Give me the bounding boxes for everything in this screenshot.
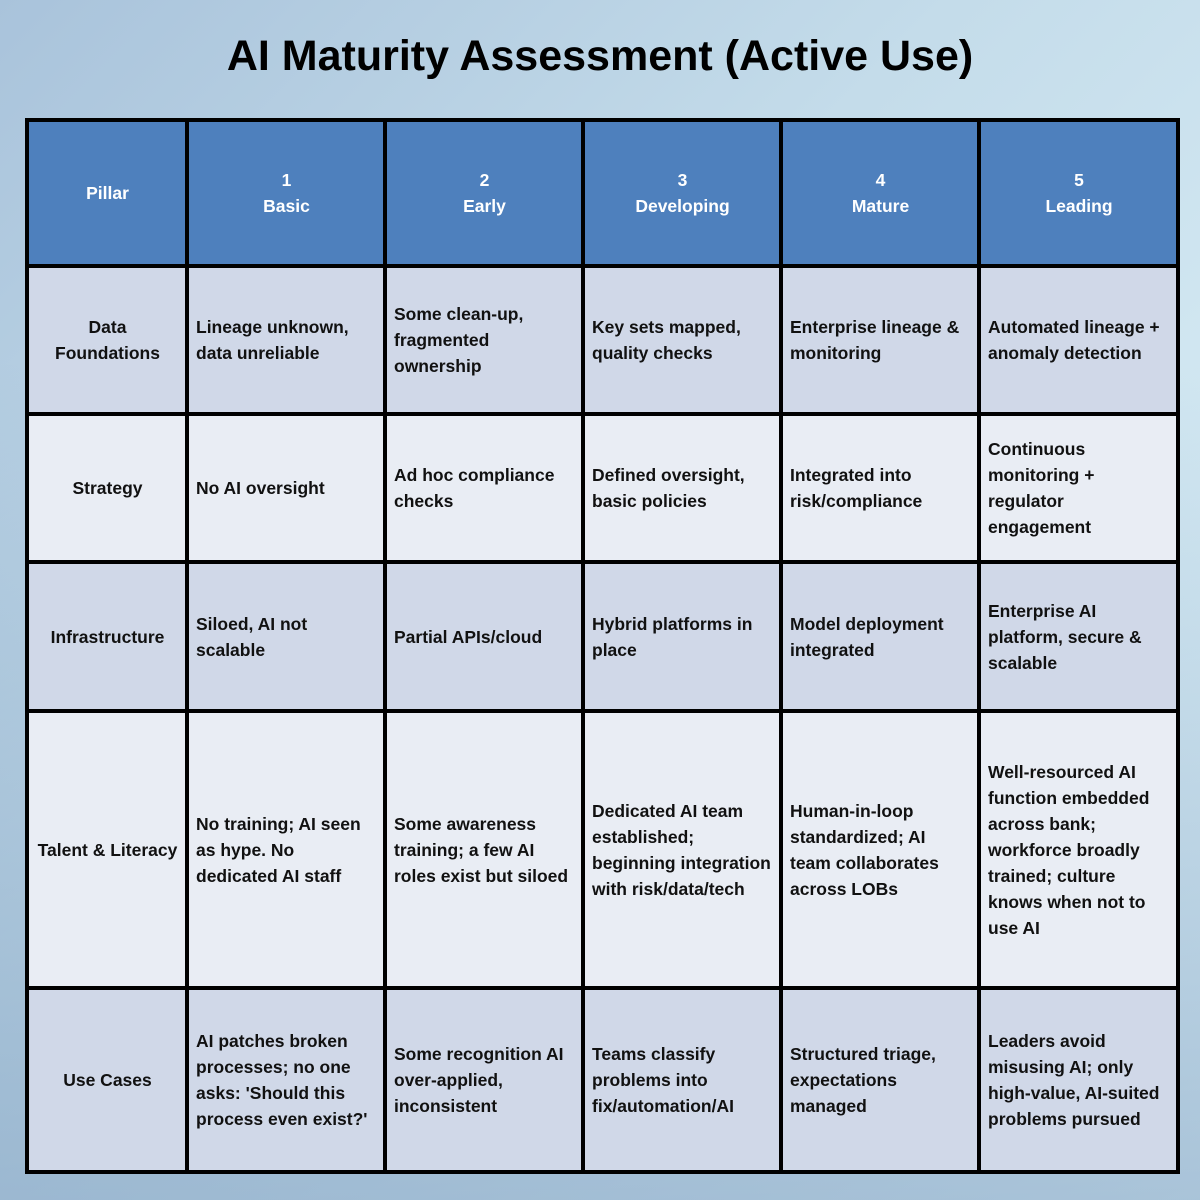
level-5-cell: Leaders avoid misusing AI; only high-val… bbox=[977, 986, 1180, 1174]
level-5-cell: Enterprise AI platform, secure & scalabl… bbox=[977, 560, 1180, 713]
pillar-cell: Strategy bbox=[25, 412, 189, 564]
pillar-cell: Talent & Literacy bbox=[25, 709, 189, 990]
level-4-cell: Integrated into risk/compliance bbox=[779, 412, 981, 564]
level-1-cell: Lineage unknown, data unreliable bbox=[185, 264, 387, 416]
page-title: AI Maturity Assessment (Active Use) bbox=[226, 32, 974, 80]
level-4-cell: Model deployment integrated bbox=[779, 560, 981, 713]
header-label: Pillar bbox=[86, 183, 129, 203]
header-label: Early bbox=[463, 196, 506, 216]
level-3-cell: Key sets mapped, quality checks bbox=[581, 264, 783, 416]
level-4-cell: Enterprise lineage & monitoring bbox=[779, 264, 981, 416]
level-3-cell: Defined oversight, basic policies bbox=[581, 412, 783, 564]
level-number: 4 bbox=[875, 170, 886, 190]
header-pillar: Pillar bbox=[25, 118, 189, 268]
level-3-cell: Teams classify problems into fix/automat… bbox=[581, 986, 783, 1174]
level-1-cell: Siloed, AI not scalable bbox=[185, 560, 387, 713]
header-label: Leading bbox=[1045, 196, 1113, 216]
level-2-cell: Ad hoc compliance checks bbox=[383, 412, 585, 564]
level-2-cell: Some awareness training; a few AI roles … bbox=[383, 709, 585, 990]
level-1-cell: No training; AI seen as hype. No dedicat… bbox=[185, 709, 387, 990]
level-4-cell: Human-in-loop standardized; AI team coll… bbox=[779, 709, 981, 990]
pillar-cell: Data Foundations bbox=[25, 264, 189, 416]
pillar-cell: Use Cases bbox=[25, 986, 189, 1174]
level-3-cell: Hybrid platforms in place bbox=[581, 560, 783, 713]
level-5-cell: Continuous monitoring + regulator engage… bbox=[977, 412, 1180, 564]
level-number: 3 bbox=[677, 170, 688, 190]
level-number: 5 bbox=[1074, 170, 1084, 190]
level-2-cell: Some recognition AI over-applied, incons… bbox=[383, 986, 585, 1174]
level-3-cell: Dedicated AI team established; beginning… bbox=[581, 709, 783, 990]
level-5-cell: Automated lineage + anomaly detection bbox=[977, 264, 1180, 416]
header-label: Developing bbox=[635, 196, 730, 216]
level-number: 1 bbox=[281, 170, 292, 190]
level-1-cell: AI patches broken processes; no one asks… bbox=[185, 986, 387, 1174]
level-5-cell: Well-resourced AI function embedded acro… bbox=[977, 709, 1180, 990]
level-2-cell: Some clean-up, fragmented ownership bbox=[383, 264, 585, 416]
level-1-cell: No AI oversight bbox=[185, 412, 387, 564]
level-2-cell: Partial APIs/cloud bbox=[383, 560, 585, 713]
pillar-cell: Infrastructure bbox=[25, 560, 189, 713]
header-label: Mature bbox=[851, 196, 910, 216]
level-4-cell: Structured triage, expectations managed bbox=[779, 986, 981, 1174]
header-label: Basic bbox=[263, 196, 310, 216]
level-number: 2 bbox=[479, 170, 490, 190]
